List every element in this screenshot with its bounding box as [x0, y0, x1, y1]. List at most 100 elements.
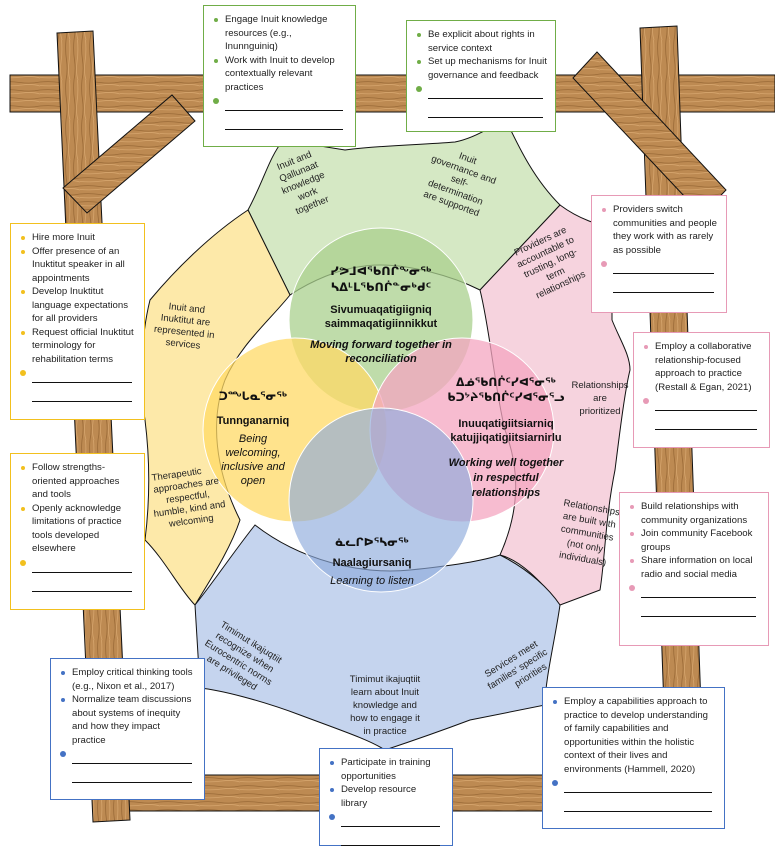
strategy-item: Employ a capabilities approach to practi… [551, 695, 716, 776]
strategy-item: Request official Inuktitut terminology f… [19, 326, 136, 367]
bullet-icon [552, 780, 558, 786]
bullet-icon [20, 559, 26, 566]
blank-entry[interactable] [628, 585, 760, 617]
bullet-icon [417, 60, 421, 64]
blank-line[interactable] [613, 274, 714, 293]
blank-line[interactable] [564, 793, 712, 812]
venn-circles [202, 227, 555, 593]
yellow-meaning-3: open [241, 475, 265, 487]
blank-entry[interactable] [551, 780, 716, 812]
bullet-icon [61, 671, 65, 675]
blank-entry[interactable] [59, 751, 196, 783]
blank-line[interactable] [613, 263, 714, 274]
pink-syllabics-2: ᑲᑐᔾᔨᖃᑎᒌᑦᓯᐊᕐᓂᕐᓗ [447, 390, 564, 404]
blank-line[interactable] [564, 782, 712, 793]
bullet-icon [630, 505, 634, 509]
bullet-icon [20, 370, 26, 376]
bullet-icon [629, 585, 635, 591]
strategy-text: Employ a collaborative relationship-focu… [655, 341, 752, 393]
blue-title: Naalagiursaniq [333, 557, 412, 569]
strategy-text: Set up mechanisms for Inuit governance a… [428, 56, 547, 81]
outcome-line: learn about Inuit [351, 687, 419, 698]
outcome-line: knowledge and [353, 700, 417, 711]
blank-line[interactable] [32, 383, 132, 402]
outcome-blue-center: Timimut ikajuqtiit learn about Inuit kno… [350, 674, 421, 737]
blank-entry[interactable] [642, 398, 761, 430]
strategy-text: Employ a capabilities approach to practi… [564, 696, 709, 775]
strategy-item: Work with Inuit to develop contextually … [212, 54, 347, 95]
green-title-1: Sivumuaqatigiigniq [330, 304, 431, 316]
blank-line[interactable] [225, 100, 343, 111]
blank-line[interactable] [341, 816, 440, 827]
strategy-item: Be explicit about rights in service cont… [415, 28, 547, 55]
pink-meaning-0: Working well together [449, 457, 564, 469]
strategy-box-blue-3: Employ a capabilities approach to practi… [542, 687, 725, 829]
circle-yellow-label: ᑐᙵᓇᕐᓂᖅ Tunnganarniq Being welcoming, inc… [217, 391, 290, 487]
blank-line[interactable] [428, 88, 543, 99]
strategy-item: Develop Inuktitut language expectations … [19, 285, 136, 326]
blank-line[interactable] [641, 598, 756, 617]
strategy-text: Hire more Inuit [32, 232, 95, 243]
blank-line[interactable] [341, 827, 440, 846]
strategy-box-pink-2: Employ a collaborative relationship-focu… [633, 332, 770, 448]
bullet-icon [330, 788, 334, 792]
petal-blue [194, 524, 561, 751]
blank-line[interactable] [655, 411, 757, 430]
strategy-item: Openly acknowledge limitations of practi… [19, 502, 136, 556]
strategy-box-green-2: Be explicit about rights in service cont… [406, 20, 556, 132]
strategy-text: Openly acknowledge limitations of practi… [32, 502, 122, 555]
strategy-text: Share information on local radio and soc… [641, 555, 753, 580]
blank-line[interactable] [32, 562, 132, 573]
strategy-box-pink-3: Build relationships with community organ… [619, 492, 769, 646]
blank-entry[interactable] [600, 261, 718, 293]
strategy-item: Follow strengths-oriented approaches and… [19, 461, 136, 502]
blue-meaning: Learning to listen [330, 575, 414, 587]
blank-entry[interactable] [19, 370, 136, 402]
green-syllabics-2: ᓴᐃᒻᒪᖃᑎᒌᓐᓂᒃᑯᑦ [331, 279, 431, 294]
bullet-icon [213, 98, 219, 104]
green-syllabics-1: ᓯᕗᒧᐊᖃᑎᒌᖕᓂᖅ [330, 263, 431, 278]
blank-line[interactable] [225, 111, 343, 130]
blank-line[interactable] [32, 573, 132, 592]
blank-line[interactable] [428, 99, 543, 118]
bullet-icon [21, 506, 25, 511]
bullet-icon [214, 58, 218, 63]
blank-line[interactable] [72, 753, 192, 764]
yellow-meaning-2: inclusive and [221, 461, 285, 473]
strategy-text: Build relationships with community organ… [641, 501, 748, 526]
strategy-item: Employ critical thinking tools (e.g., Ni… [59, 666, 196, 693]
pink-title-1: Inuuqatigiitsiarniq [458, 418, 553, 430]
strategy-text: Follow strengths-oriented approaches and… [32, 462, 120, 500]
blank-entry[interactable] [212, 98, 347, 130]
bullet-icon [61, 698, 65, 702]
strategy-text: Providers switch communities and people … [613, 204, 717, 256]
strategy-item: Participate in training opportunities [328, 756, 444, 783]
strategy-text: Work with Inuit to develop contextually … [225, 54, 335, 93]
pink-meaning-1: in respectful [473, 472, 539, 484]
strategy-text: Be explicit about rights in service cont… [428, 29, 535, 54]
blank-line[interactable] [32, 372, 132, 383]
circle-blue-label: ᓈᓚᒋᐅᕐᓴᓂᖅ Naalagiursaniq Learning to list… [330, 537, 414, 587]
blank-line[interactable] [641, 587, 756, 598]
blank-entry[interactable] [19, 559, 136, 592]
yellow-meaning-0: Being [239, 433, 268, 445]
bullet-icon [60, 751, 66, 757]
strategy-text: Offer presence of an Inuktitut speaker i… [32, 245, 125, 284]
blank-entry[interactable] [328, 814, 444, 846]
strategy-box-green-1: Engage Inuit knowledge resources (e.g., … [203, 5, 356, 147]
blank-line[interactable] [72, 764, 192, 783]
bullet-icon [630, 532, 634, 536]
strategy-item: Normalize team discussions about systems… [59, 693, 196, 747]
strategy-text: Develop Inuktitut language expectations … [32, 286, 129, 324]
circle-pink-label: ᐃᓅᖃᑎᒌᑦᓯᐊᕐᓂᖅ ᑲᑐᔾᔨᖃᑎᒌᑦᓯᐊᕐᓂᕐᓗ Inuuqatigiits… [447, 375, 564, 499]
strategy-text: Develop resource library [341, 784, 417, 809]
blank-line[interactable] [655, 400, 757, 411]
pink-title-2: katujjiqatigiitsiarnirlu [450, 432, 561, 444]
outcome-pink-bottom: Relationships are built with communities… [558, 498, 621, 569]
bullet-icon [553, 700, 557, 704]
outcome-line: Relationships [571, 380, 628, 391]
blank-entry[interactable] [415, 86, 547, 118]
circle-green-label: ᓯᕗᒧᐊᖃᑎᒌᖕᓂᖅ ᓴᐃᒻᒪᖃᑎᒌᓐᓂᒃᑯᑦ Sivumuaqatigiign… [310, 263, 452, 365]
bullet-icon [417, 33, 421, 37]
outcome-line: how to engage it [350, 713, 420, 724]
